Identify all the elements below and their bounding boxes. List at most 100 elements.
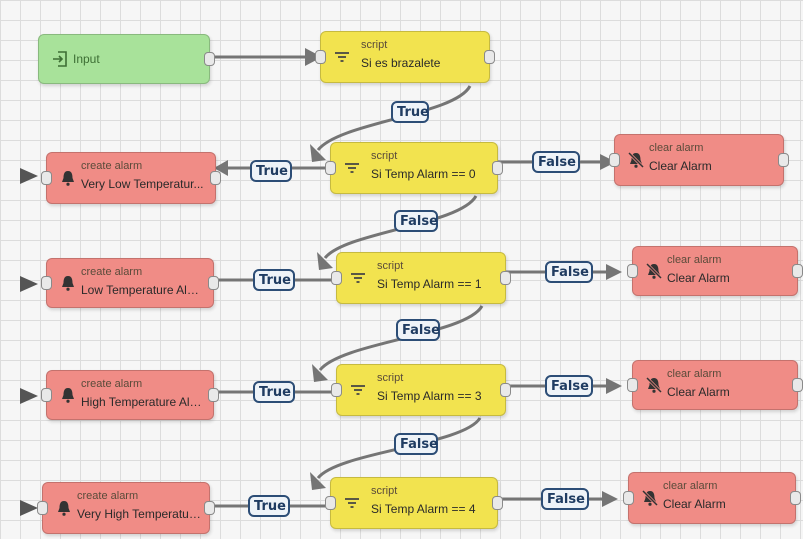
output-port[interactable] bbox=[792, 264, 803, 278]
node-type: clear alarm bbox=[667, 368, 722, 380]
clear-alarm-node-0[interactable]: clear alarm Clear Alarm bbox=[609, 134, 789, 186]
output-port[interactable] bbox=[492, 161, 503, 175]
output-port[interactable] bbox=[208, 276, 219, 290]
arrowhead-clear0 bbox=[600, 154, 616, 170]
output-port[interactable] bbox=[500, 383, 511, 397]
node-type: clear alarm bbox=[667, 254, 722, 266]
create-alarm-node-low[interactable]: create alarm Low Temperature Alar... bbox=[41, 258, 219, 308]
link-label-false[interactable]: False bbox=[545, 261, 593, 283]
link-label-false[interactable]: False bbox=[396, 319, 440, 341]
output-port[interactable] bbox=[484, 50, 495, 64]
input-port[interactable] bbox=[609, 153, 620, 167]
input-port[interactable] bbox=[41, 171, 52, 185]
node-name: Si Temp Alarm == 4 bbox=[371, 502, 476, 516]
input-port[interactable] bbox=[627, 264, 638, 278]
arrowhead-clear3 bbox=[606, 378, 622, 394]
create-alarm-node-very-low[interactable]: create alarm Very Low Temperatur... bbox=[41, 152, 221, 204]
link-label-false[interactable]: False bbox=[545, 375, 593, 397]
node-name: Clear Alarm bbox=[649, 159, 712, 173]
output-port[interactable] bbox=[208, 388, 219, 402]
node-name: Si Temp Alarm == 3 bbox=[377, 389, 482, 403]
script-node-temp-1[interactable]: script Si Temp Alarm == 1 bbox=[331, 252, 511, 304]
output-port[interactable] bbox=[204, 52, 215, 66]
input-port[interactable] bbox=[627, 378, 638, 392]
filter-icon bbox=[351, 385, 365, 395]
input-node[interactable]: Input bbox=[38, 34, 215, 84]
link-label-true[interactable]: True bbox=[248, 495, 290, 517]
node-name: Clear Alarm bbox=[667, 385, 730, 399]
filter-icon bbox=[345, 163, 359, 173]
arrowhead-script0 bbox=[310, 144, 326, 162]
arrowhead-clear4 bbox=[602, 491, 618, 507]
entry-chevron-icon bbox=[20, 168, 38, 184]
link-label-true[interactable]: True bbox=[253, 381, 295, 403]
node-name: Clear Alarm bbox=[667, 271, 730, 285]
link-label-true[interactable]: True bbox=[250, 160, 292, 182]
node-type: create alarm bbox=[81, 378, 143, 390]
create-alarm-node-very-high[interactable]: create alarm Very High Temperatur... bbox=[37, 482, 215, 534]
link-label-false[interactable]: False bbox=[541, 488, 589, 510]
output-port[interactable] bbox=[492, 496, 503, 510]
filter-icon bbox=[351, 273, 365, 283]
input-port[interactable] bbox=[325, 496, 336, 510]
create-alarm-node-high[interactable]: create alarm High Temperature Ala... bbox=[41, 370, 219, 420]
bell-off-icon bbox=[645, 376, 663, 394]
node-type: script bbox=[371, 150, 398, 162]
node-name: Input bbox=[73, 52, 100, 66]
node-name: Si es brazalete bbox=[361, 56, 441, 70]
bell-off-icon bbox=[641, 489, 659, 507]
arrowhead-clear1 bbox=[606, 264, 622, 280]
node-name: Si Temp Alarm == 0 bbox=[371, 167, 476, 181]
output-port[interactable] bbox=[790, 491, 801, 505]
entry-chevron-icon bbox=[20, 276, 38, 292]
output-port[interactable] bbox=[778, 153, 789, 167]
node-name: Si Temp Alarm == 1 bbox=[377, 277, 482, 291]
link-label-true[interactable]: True bbox=[253, 269, 295, 291]
bell-off-icon bbox=[627, 151, 645, 169]
output-port[interactable] bbox=[210, 171, 221, 185]
filter-icon bbox=[335, 52, 349, 62]
bell-icon bbox=[62, 276, 74, 291]
link-label-false[interactable]: False bbox=[394, 210, 438, 232]
link-label-true[interactable]: True bbox=[391, 101, 429, 123]
output-port[interactable] bbox=[204, 501, 215, 515]
entry-chevron-icon bbox=[20, 388, 38, 404]
clear-alarm-node-3[interactable]: clear alarm Clear Alarm bbox=[627, 360, 803, 410]
bell-icon bbox=[58, 501, 70, 516]
node-type: create alarm bbox=[77, 490, 139, 502]
link-label-false[interactable]: False bbox=[394, 433, 438, 455]
entry-chevron-icon bbox=[20, 500, 38, 516]
arrowhead-script1 bbox=[317, 252, 333, 270]
arrowhead-script3 bbox=[312, 364, 328, 382]
arrowhead-create0 bbox=[214, 160, 228, 176]
script-node-temp-3[interactable]: script Si Temp Alarm == 3 bbox=[331, 364, 511, 416]
script-node-brazalete[interactable]: script Si es brazalete bbox=[315, 31, 495, 83]
input-port[interactable] bbox=[331, 383, 342, 397]
script-node-temp-4[interactable]: script Si Temp Alarm == 4 bbox=[325, 477, 503, 529]
input-port[interactable] bbox=[37, 501, 48, 515]
node-type: script bbox=[371, 485, 398, 497]
node-name: High Temperature Ala... bbox=[81, 395, 205, 409]
input-port[interactable] bbox=[41, 276, 52, 290]
node-name: Low Temperature Alar... bbox=[81, 283, 205, 297]
arrowhead-brazalete bbox=[305, 48, 322, 66]
output-port[interactable] bbox=[500, 271, 511, 285]
node-type: clear alarm bbox=[649, 142, 704, 154]
input-port[interactable] bbox=[331, 271, 342, 285]
output-port[interactable] bbox=[792, 378, 803, 392]
node-type: create alarm bbox=[81, 160, 143, 172]
input-port[interactable] bbox=[315, 50, 326, 64]
node-type: clear alarm bbox=[663, 480, 718, 492]
input-port[interactable] bbox=[623, 491, 634, 505]
script-node-temp-0[interactable]: script Si Temp Alarm == 0 bbox=[325, 142, 503, 194]
input-port[interactable] bbox=[41, 388, 52, 402]
link-label-false[interactable]: False bbox=[532, 151, 580, 173]
clear-alarm-node-1[interactable]: clear alarm Clear Alarm bbox=[627, 246, 803, 296]
node-type: script bbox=[377, 260, 404, 272]
input-port[interactable] bbox=[325, 161, 336, 175]
clear-alarm-node-4[interactable]: clear alarm Clear Alarm bbox=[623, 472, 801, 524]
node-type: script bbox=[361, 39, 388, 51]
node-name: Very Low Temperatur... bbox=[81, 177, 204, 191]
bell-icon bbox=[62, 171, 74, 186]
